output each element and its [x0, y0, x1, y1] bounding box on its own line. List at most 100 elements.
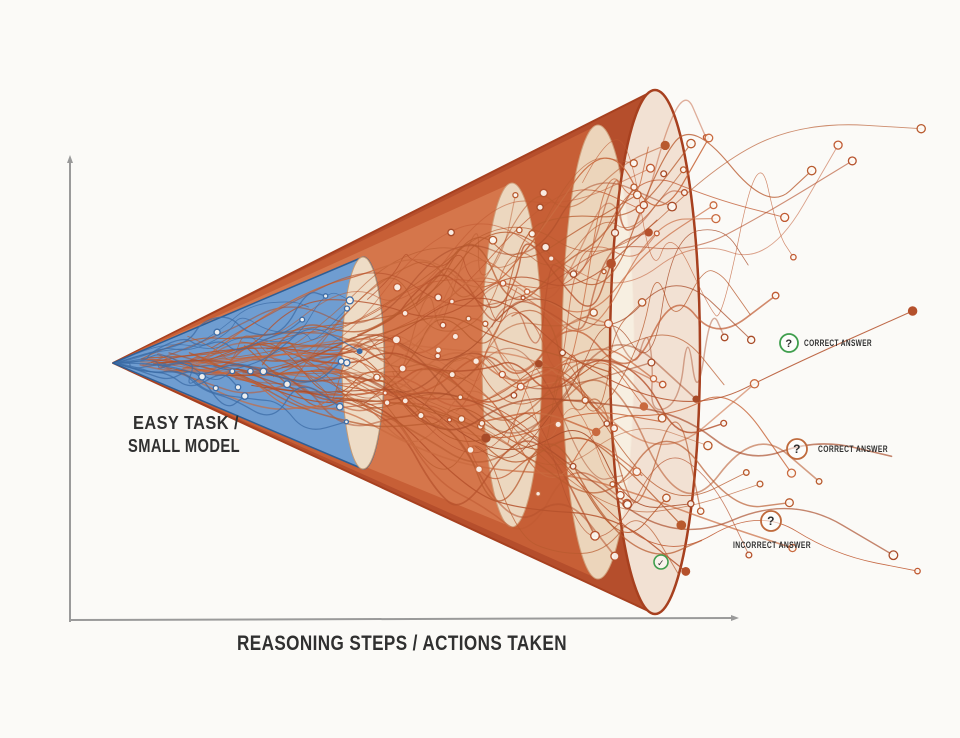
- trace-node: [649, 374, 658, 383]
- trace-node: [680, 189, 688, 197]
- trace-node: [457, 415, 466, 423]
- trace-path: [115, 318, 303, 364]
- trace-node: [833, 140, 843, 150]
- trace-node: [516, 382, 525, 391]
- trace-node: [229, 368, 236, 375]
- trace-node: [603, 319, 614, 329]
- trace-node: [446, 417, 453, 423]
- trace-path: [336, 379, 820, 495]
- trace-path: [201, 144, 839, 374]
- trace-node: [558, 349, 567, 357]
- trace-node: [510, 391, 518, 399]
- trace-path: [286, 218, 717, 379]
- trace-node: [465, 315, 472, 322]
- annotation-label: CORRECT ANSWER: [818, 444, 888, 454]
- trace-node: [709, 201, 718, 210]
- trace-path: [163, 369, 793, 478]
- question-mark-icon: [779, 333, 799, 353]
- trace-node: [335, 402, 344, 411]
- trace-path: [152, 359, 893, 458]
- trace-node: [498, 370, 507, 379]
- trace-node: [401, 397, 409, 405]
- trace-node: [632, 190, 642, 200]
- trace-path: [115, 360, 233, 380]
- trace-node: [667, 201, 678, 212]
- trace-node: [539, 188, 549, 198]
- trace-node: [637, 298, 647, 307]
- trace-node: [610, 551, 620, 561]
- trace-path: [266, 346, 667, 533]
- trace-node: [212, 384, 219, 392]
- trace-node: [472, 357, 481, 366]
- trace-node: [806, 165, 817, 176]
- trace-node: [639, 200, 649, 210]
- trace-node: [815, 477, 823, 485]
- trace-node: [343, 305, 351, 312]
- annotation-label: INCORRECT ANSWER: [733, 540, 811, 550]
- trace-path: [337, 384, 918, 572]
- trace-path: [357, 243, 612, 336]
- trace-node: [448, 370, 456, 379]
- trace-node: [720, 419, 728, 427]
- trace-node: [616, 490, 625, 500]
- trace-node: [746, 335, 756, 345]
- trace-path: [198, 157, 635, 371]
- trace-node: [322, 293, 329, 299]
- trace-node: [630, 183, 638, 191]
- trace-node: [451, 332, 460, 341]
- trace-node: [788, 543, 797, 553]
- trace-node: [554, 420, 563, 429]
- trace-node: [417, 411, 425, 420]
- trace-node: [771, 291, 780, 300]
- trace-node: [466, 445, 475, 454]
- trace-node: [457, 394, 464, 401]
- trace-node: [434, 346, 443, 354]
- trace-node: [622, 499, 633, 510]
- trace-path: [157, 179, 786, 369]
- question-mark-icon: [760, 510, 782, 532]
- trace-node: [434, 352, 442, 360]
- trace-path: [281, 294, 777, 396]
- trace-node: [547, 255, 555, 262]
- trace-node: [474, 465, 484, 474]
- trace-node: [343, 359, 351, 367]
- trace-node: [391, 335, 402, 345]
- trace-path: [310, 370, 750, 556]
- trace-node: [198, 372, 207, 381]
- trace-node: [447, 228, 455, 237]
- trace-node: [488, 235, 498, 245]
- trace-node: [234, 383, 242, 391]
- trace-path: [148, 316, 612, 374]
- annotation-incorrect-answer: ? INCORRECT ANSWER: [733, 510, 811, 550]
- question-mark-glyph: ?: [793, 442, 801, 456]
- trace-node: [703, 440, 713, 451]
- trace-node: [541, 242, 551, 252]
- trace-node: [512, 191, 519, 199]
- trace-node: [610, 424, 619, 433]
- trace-path: [198, 137, 710, 363]
- question-mark-glyph: ?: [767, 514, 775, 528]
- trace-node: [639, 402, 649, 411]
- trace-node: [213, 328, 221, 336]
- trace-path: [115, 362, 347, 430]
- cone-label-line1: EASY TASK /: [133, 413, 239, 433]
- question-mark-glyph: ?: [785, 338, 792, 350]
- question-mark-icon: [786, 438, 808, 460]
- trace-node: [658, 380, 667, 389]
- x-axis-label: REASONING STEPS / ACTIONS TAKEN: [237, 632, 567, 655]
- trace-node: [606, 258, 616, 269]
- trace-node: [591, 427, 601, 437]
- trace-path: [115, 362, 239, 388]
- trace-node: [704, 133, 714, 143]
- trace-node: [756, 480, 764, 488]
- trace-path: [150, 297, 914, 402]
- trace-node: [790, 253, 797, 261]
- trace-node: [392, 282, 402, 292]
- trace-node: [780, 212, 790, 223]
- trace-node: [632, 467, 642, 477]
- trace-path: [554, 270, 751, 412]
- check-icon: [653, 554, 669, 570]
- trace-node: [784, 498, 794, 508]
